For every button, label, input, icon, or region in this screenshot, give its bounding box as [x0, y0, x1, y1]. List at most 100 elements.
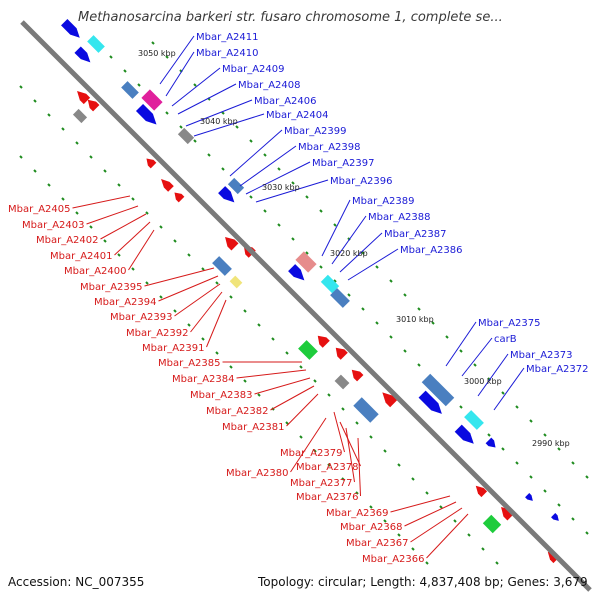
scale-tick [229, 365, 233, 369]
scale-tick [347, 293, 351, 297]
leader-forward-17 [493, 367, 525, 411]
scale-tick [369, 435, 373, 439]
reverse-gene-5 [174, 192, 185, 203]
scale-tick [529, 475, 533, 479]
scale-tick [187, 253, 191, 257]
forward-gene-4-shape [141, 89, 163, 111]
leader-reverse-0 [72, 195, 131, 209]
leader-reverse-16 [290, 417, 327, 473]
gene-label-reverse-12: Mbar_A2383 [190, 390, 253, 401]
scale-label-1: 3040 kbp [200, 117, 238, 126]
forward-gene-1-shape [87, 35, 105, 53]
scale-tick [291, 181, 295, 185]
scale-tick [33, 99, 37, 103]
scale-tick [285, 351, 289, 355]
scale-label-5: 3000 kbp [464, 377, 502, 386]
gene-label-forward-14: Mbar_A2375 [478, 318, 541, 329]
forward-gene-8 [218, 186, 235, 203]
reverse-gene-9 [229, 275, 243, 289]
scale-tick [207, 153, 211, 157]
scale-tick [257, 393, 261, 397]
gene-label-forward-12: Mbar_A2387 [384, 229, 447, 240]
gene-label-forward-13: Mbar_A2386 [400, 245, 463, 256]
gene-label-forward-8: Mbar_A2397 [312, 158, 375, 169]
gene-label-reverse-7: Mbar_A2393 [110, 312, 173, 323]
tick-marks [19, 41, 589, 565]
reverse-gene-6 [225, 237, 239, 251]
forward-gene-7-shape [227, 177, 245, 195]
reverse-gene-4-shape [161, 179, 174, 192]
reverse-gene-3 [146, 158, 157, 169]
leader-forward-2 [171, 67, 221, 107]
scale-tick [103, 239, 107, 243]
forward-gene-11-shape [320, 274, 340, 294]
leader-reverse-22 [410, 507, 463, 543]
scale-tick [117, 183, 121, 187]
forward-gene-18-shape [525, 493, 533, 501]
scale-tick [47, 113, 51, 117]
scale-tick [383, 519, 387, 523]
gene-label-reverse-22: Mbar_A2367 [346, 538, 409, 549]
scale-tick [375, 265, 379, 269]
reverse-gene-11-shape [317, 335, 330, 348]
leader-forward-13 [347, 248, 399, 281]
leader-forward-16 [477, 353, 509, 397]
scale-tick [117, 253, 121, 257]
forward-gene-3-shape [121, 81, 139, 99]
scale-tick [327, 463, 331, 467]
gene-labels: Mbar_A2411Mbar_A2410Mbar_A2409Mbar_A2408… [8, 32, 589, 565]
forward-gene-16 [454, 424, 474, 444]
gene-label-reverse-0: Mbar_A2405 [8, 204, 71, 215]
forward-gene-10 [288, 264, 305, 281]
gene-label-reverse-3: Mbar_A2401 [50, 251, 113, 262]
reverse-gene-10-shape [298, 340, 318, 360]
scale-tick [333, 223, 337, 227]
scale-tick [89, 155, 93, 159]
gene-label-reverse-13: Mbar_A2382 [206, 406, 269, 417]
leader-reverse-9 [206, 299, 227, 348]
gene-label-reverse-8: Mbar_A2392 [126, 328, 189, 339]
scale-tick [291, 237, 295, 241]
scale-tick [397, 463, 401, 467]
leader-forward-5 [193, 113, 265, 137]
forward-gene-6-shape [177, 127, 195, 145]
scale-tick [257, 323, 261, 327]
leader-reverse-23 [426, 513, 469, 559]
scale-tick [221, 167, 225, 171]
scale-tick [585, 531, 589, 535]
scale-tick [145, 211, 149, 215]
gene-label-forward-16: Mbar_A2373 [510, 350, 573, 361]
scale-tick [201, 337, 205, 341]
reverse-gene-12-shape [335, 347, 348, 360]
scale-tick [355, 491, 359, 495]
forward-gene-14-shape [418, 390, 442, 414]
leader-forward-15 [461, 337, 493, 377]
scale-tick [61, 127, 65, 131]
gene-label-reverse-23: Mbar_A2366 [362, 554, 425, 565]
scale-tick [249, 139, 253, 143]
forward-gene-12-shape [330, 288, 350, 308]
scale-tick [403, 349, 407, 353]
gene-label-reverse-20: Mbar_A2369 [326, 508, 389, 519]
map-title: Methanosarcina barkeri str. fusaro chrom… [78, 10, 503, 25]
reverse-gene-15-shape [353, 397, 379, 423]
leader-reverse-5 [144, 267, 215, 287]
scale-tick [277, 167, 281, 171]
scale-tick [173, 239, 177, 243]
leader-forward-9 [255, 179, 329, 203]
scale-tick [557, 503, 561, 507]
scale-tick [249, 195, 253, 199]
scale-tick [425, 491, 429, 495]
leader-reverse-12 [254, 377, 311, 395]
leader-forward-10 [321, 199, 351, 257]
reverse-gene-0-shape [77, 91, 91, 105]
gene-label-reverse-11: Mbar_A2384 [172, 374, 235, 385]
forward-gene-13-shape [421, 373, 455, 407]
scale-label-4: 3010 kbp [396, 315, 434, 324]
scale-tick [389, 335, 393, 339]
scale-tick [313, 379, 317, 383]
forward-gene-13 [421, 373, 455, 407]
forward-gene-0 [61, 19, 80, 38]
